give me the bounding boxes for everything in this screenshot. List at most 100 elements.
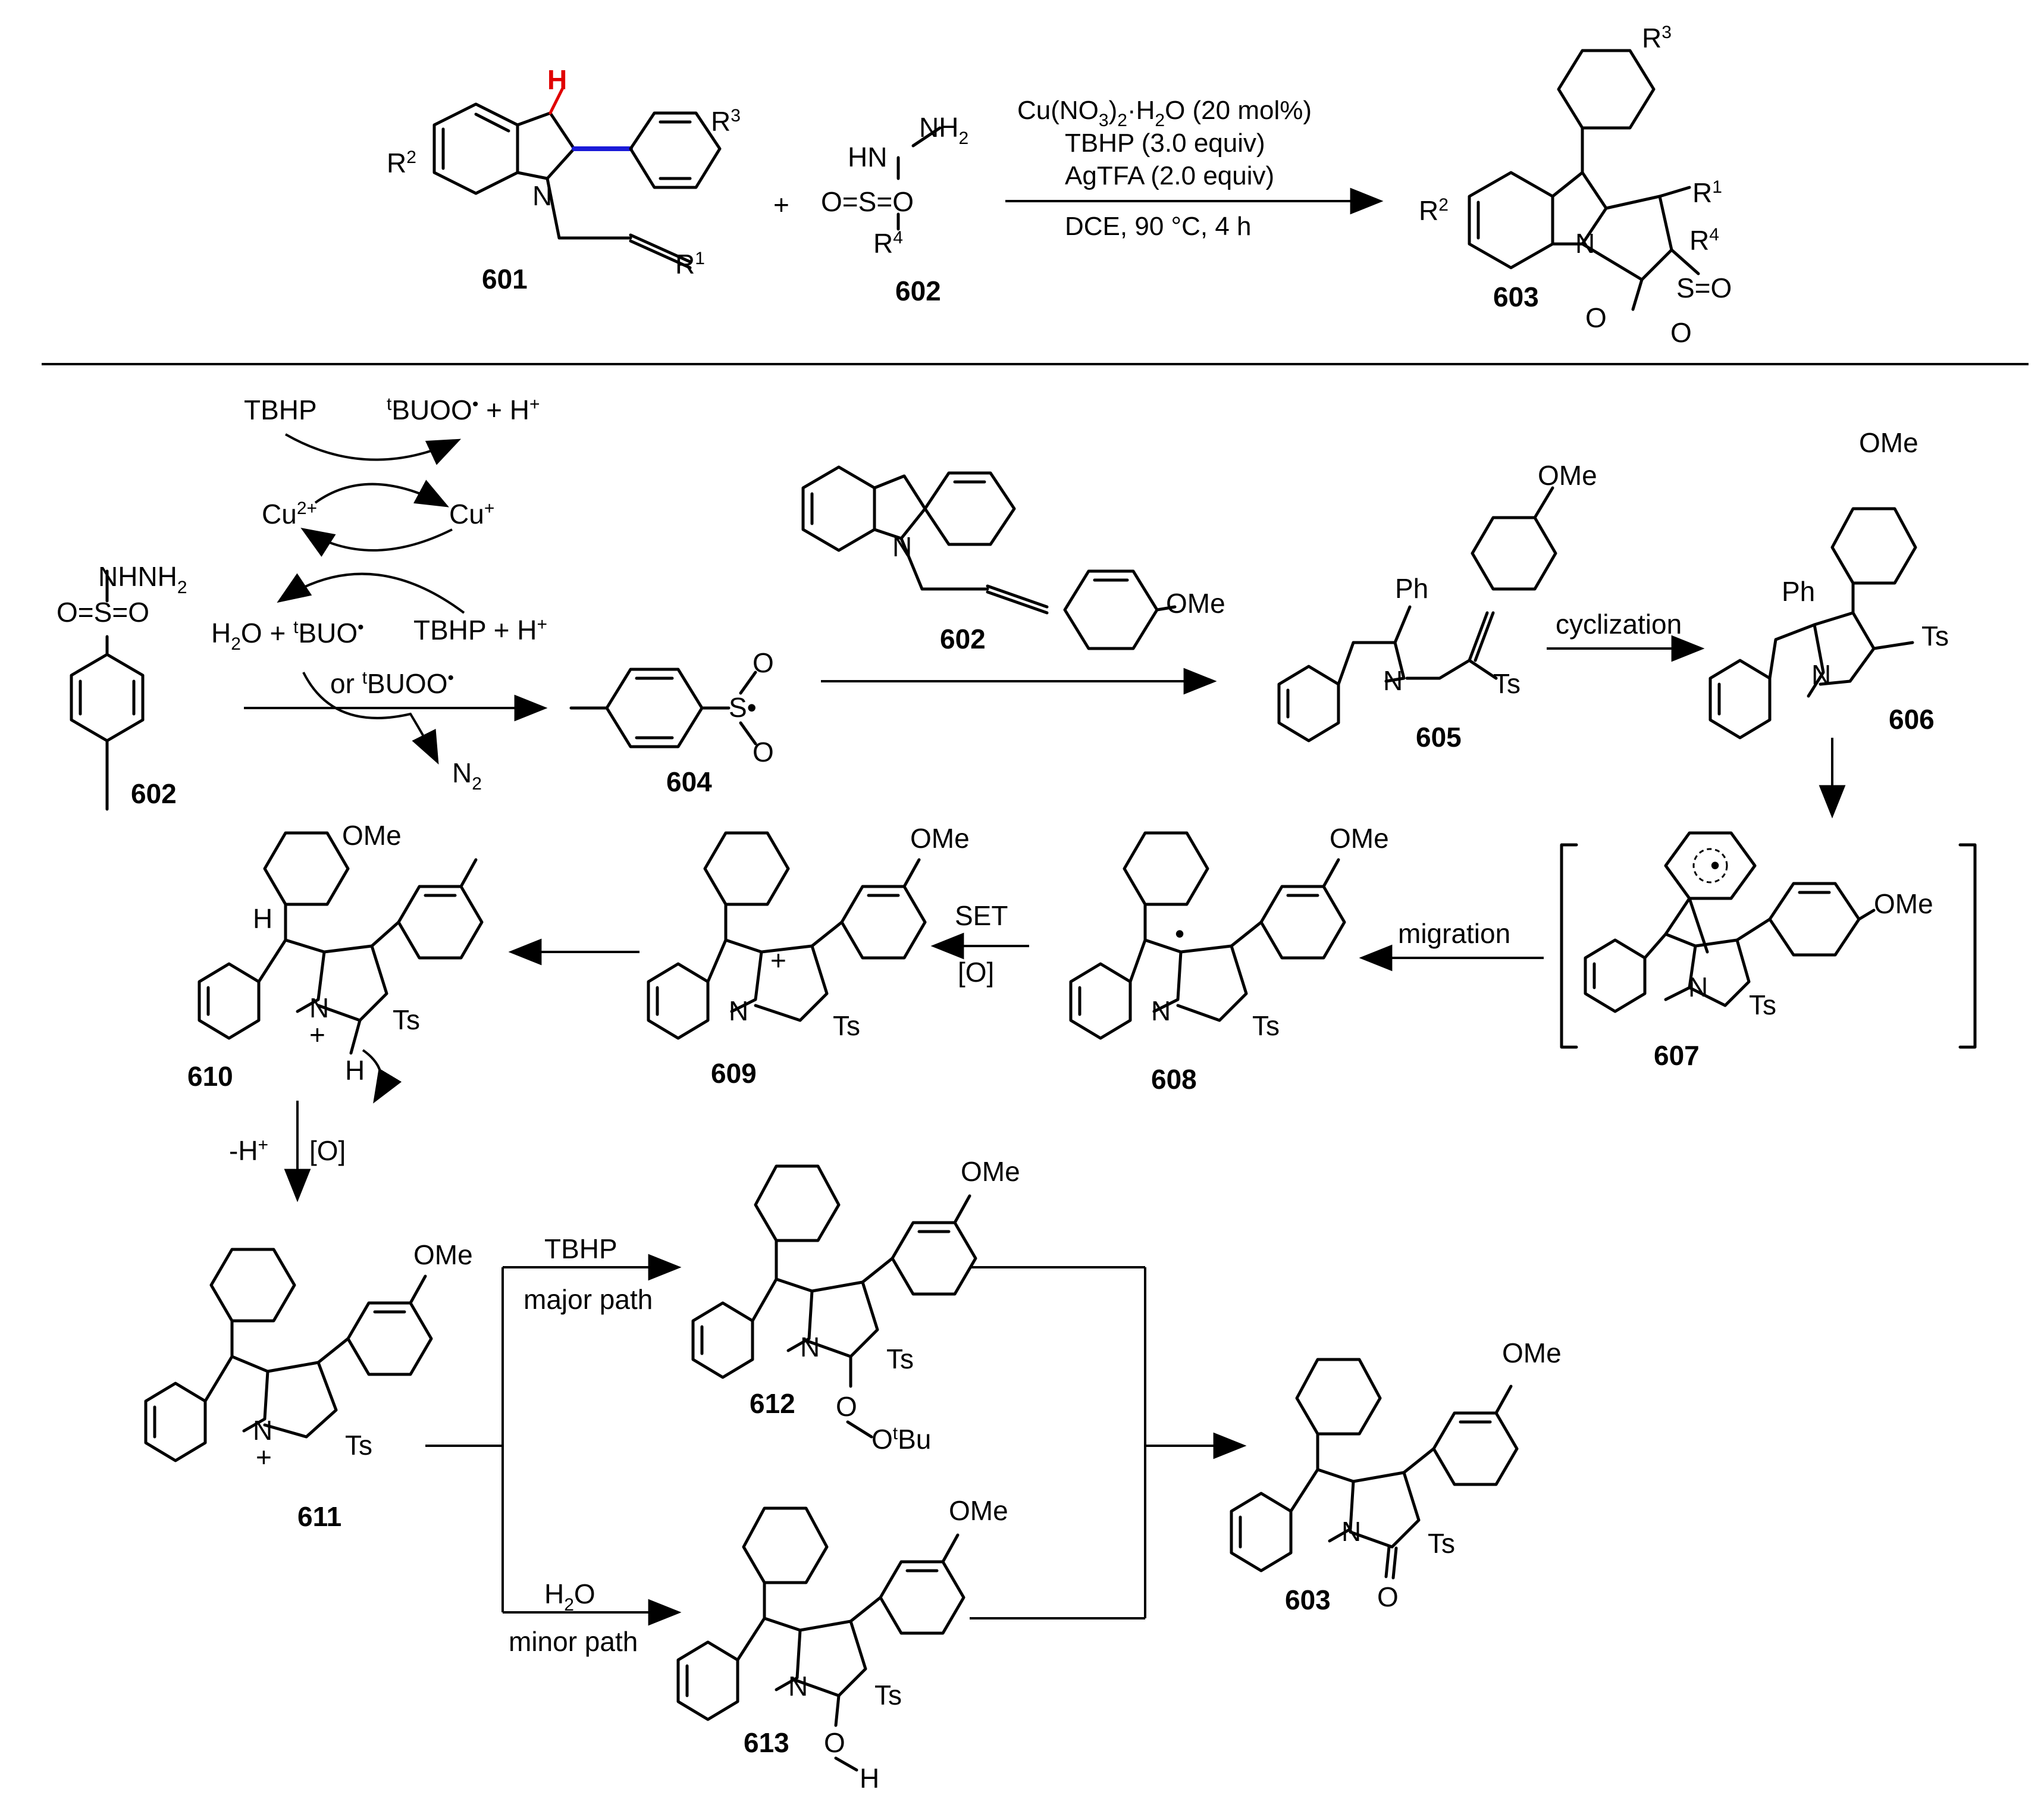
compound-603-final-structure [1230, 1358, 1519, 1580]
condition-2: TBHP (3.0 equiv) [1065, 129, 1265, 158]
ome-label-610: OMe [342, 820, 402, 851]
ome-label-613: OMe [949, 1495, 1008, 1526]
compound-612-structure [691, 1164, 977, 1388]
minus-h-label: -H+ [229, 1135, 268, 1166]
o-label-604a: O [753, 647, 774, 678]
cu1-label: Cu+ [449, 499, 494, 530]
n-label-609: N [729, 995, 748, 1026]
ox-label-2: [O] [309, 1135, 346, 1166]
compound-607-structure [1560, 831, 1977, 1049]
label-601: 601 [482, 264, 528, 295]
h-label-610b: H [345, 1055, 365, 1086]
ph-label-606: Ph [1782, 576, 1815, 607]
n2-label: N2 [452, 757, 482, 794]
ome-label-612: OMe [961, 1156, 1020, 1187]
ome-label-611: OMe [413, 1239, 473, 1270]
compound-605-structure [1277, 486, 1557, 743]
hn-label: HN [848, 142, 887, 173]
label-603-final: 603 [1285, 1584, 1331, 1615]
compound-602-substrate [801, 465, 1177, 650]
r4-label-603: R4 [1689, 225, 1719, 256]
cu2-label: Cu2+ [262, 499, 317, 530]
cyclization-label: cyclization [1556, 609, 1682, 640]
ts-label-606: Ts [1921, 621, 1949, 651]
cu-cycle-arrow-1 [285, 433, 462, 465]
r2-label: R2 [387, 148, 416, 178]
ts-label-610: Ts [393, 1004, 420, 1035]
n-label-603: N [1575, 228, 1595, 259]
label-607: 607 [1654, 1040, 1700, 1071]
plus-sign: + [773, 189, 789, 220]
o-label-603a: O [1670, 317, 1692, 348]
label-609: 609 [711, 1058, 757, 1089]
n-label-613: N [788, 1671, 808, 1702]
compound-601-structure [432, 87, 722, 270]
tbuoo-h-label: tBUOO• + H+ [387, 394, 540, 425]
ts-label-603: Ts [1428, 1528, 1455, 1559]
tbhp-h-label: TBHP + H+ [413, 615, 547, 646]
label-608: 608 [1151, 1064, 1197, 1095]
r1-label-603: R1 [1692, 177, 1722, 208]
so2-label: O=S=O [821, 186, 914, 217]
label-602-top: 602 [895, 275, 941, 306]
cu-cycle-arrow-3 [300, 527, 453, 557]
r3-label-603: R3 [1642, 23, 1672, 54]
compound-602-tosylhydrazide [70, 569, 145, 811]
label-613: 613 [744, 1727, 789, 1758]
compound-613-structure [676, 1506, 965, 1727]
r2-label-603: R2 [1419, 195, 1449, 226]
tbhp-label: TBHP [244, 394, 317, 425]
n-label-612: N [800, 1332, 820, 1362]
plus-label-611: + [256, 1442, 272, 1473]
h-label-610a: H [253, 903, 272, 934]
plus-label-610: + [309, 1019, 325, 1050]
ome-label-605: OMe [1538, 460, 1597, 491]
o-o-bond-612 [846, 1420, 873, 1439]
n-label-611: N [253, 1415, 272, 1446]
ts-label-609: Ts [833, 1010, 860, 1041]
compound-603-top-structure [1468, 49, 1700, 311]
set-label: SET [955, 900, 1008, 931]
condition-4: DCE, 90 °C, 4 h [1065, 212, 1252, 241]
ome-label-603: OMe [1502, 1337, 1562, 1368]
condition-3: AgTFA (2.0 equiv) [1065, 161, 1274, 190]
cu-cycle-arrow-2 [314, 480, 449, 508]
ootbu-label: O [836, 1391, 857, 1422]
radical-dot-607: • [1710, 850, 1720, 881]
n-label-605: N [1383, 665, 1403, 696]
h2o-minor-label: H2O [544, 1578, 595, 1615]
n-label-603-final: N [1341, 1516, 1361, 1547]
label-605: 605 [1416, 722, 1462, 753]
ox-label-1: [O] [958, 957, 994, 988]
ome-label-602: OMe [1166, 588, 1225, 619]
cu-cycle-arrow-4 [277, 572, 465, 614]
ome-label-606: OMe [1859, 427, 1918, 458]
plus-label-609: + [770, 945, 786, 976]
n-label-607: N [1688, 972, 1708, 1003]
radical-dot-608: • [1175, 918, 1184, 949]
o-label-603-final: O [1377, 1581, 1399, 1612]
label-603-top: 603 [1493, 281, 1539, 312]
label-612: 612 [750, 1388, 795, 1419]
ome-label-607: OMe [1874, 888, 1933, 919]
compound-602-structure [896, 126, 942, 231]
n-label-601: N [532, 180, 552, 211]
oh-label-h: H [860, 1763, 879, 1794]
r1-label: R1 [675, 249, 705, 280]
n-label-602-sub: N [892, 531, 912, 562]
o-h-bond-613 [834, 1756, 858, 1772]
ts-label-608: Ts [1252, 1010, 1280, 1041]
ootbu-label-2: OtBu [871, 1424, 931, 1455]
h-label: H [547, 64, 567, 95]
branch-lines [425, 1254, 1247, 1626]
n2-release-arrow [302, 672, 439, 765]
compound-610-structure [197, 831, 484, 1104]
label-610: 610 [187, 1061, 233, 1092]
condition-1: Cu(NO3)2·H2O (20 mol%) [1017, 96, 1312, 130]
label-602-mech: 602 [131, 778, 177, 809]
label-602-sub: 602 [940, 624, 986, 654]
label-611: 611 [297, 1501, 341, 1532]
r4-label: R4 [873, 228, 903, 259]
ts-label-611: Ts [345, 1430, 372, 1461]
